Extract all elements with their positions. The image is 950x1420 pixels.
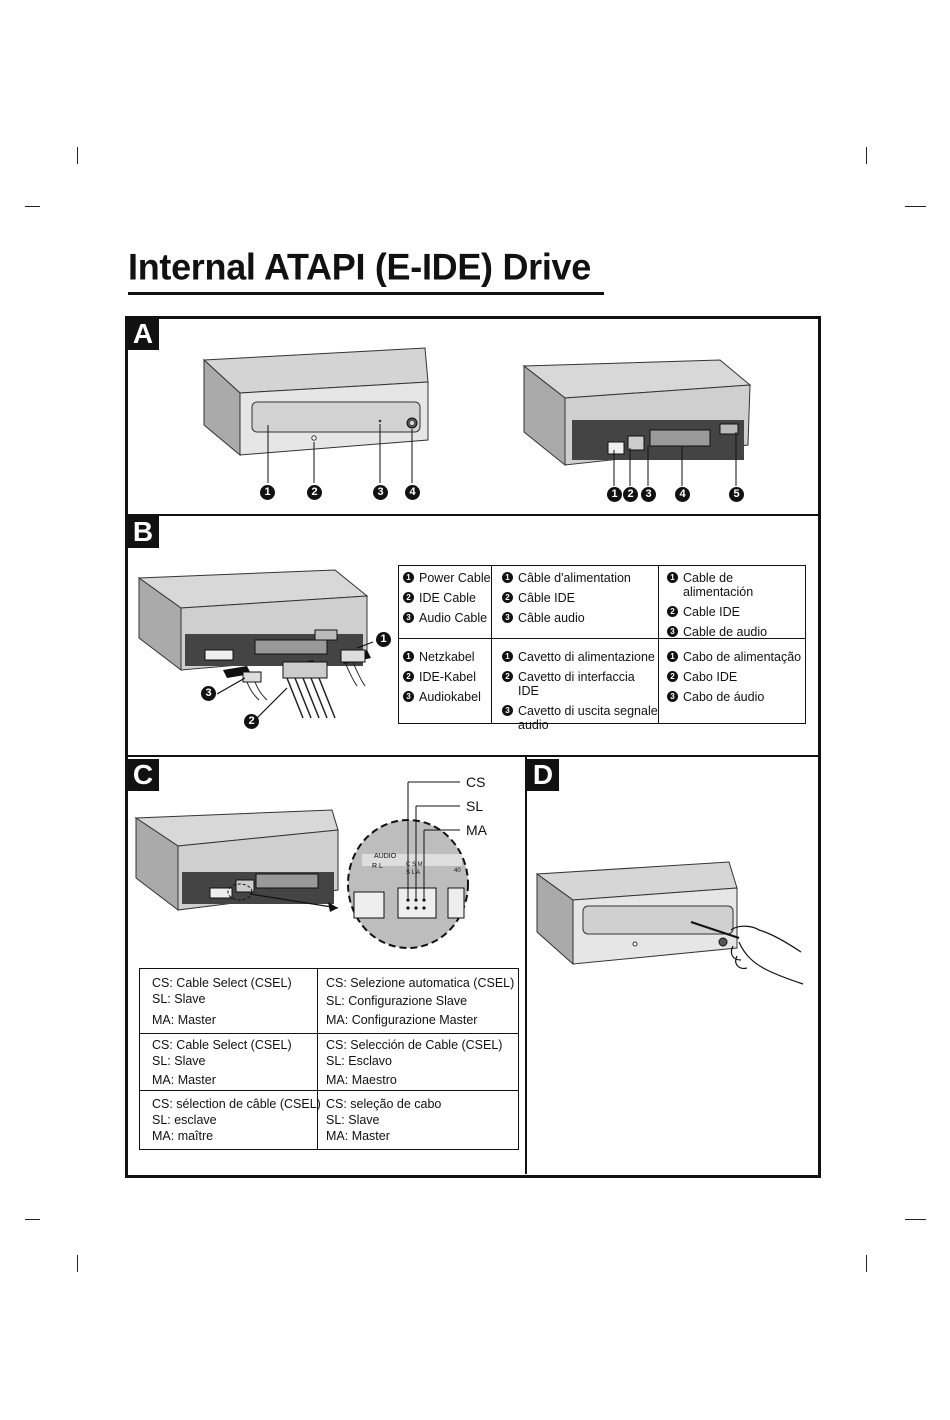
divider-b-c (128, 755, 818, 757)
cable-table-divider (658, 566, 659, 723)
callout-1: 1 (607, 487, 622, 502)
callout-3: 3 (641, 487, 656, 502)
crop-mark (866, 1255, 867, 1272)
page-title: Internal ATAPI (E-IDE) Drive (128, 245, 591, 288)
jumper-label-cs: CS (466, 774, 486, 790)
callout-4: 4 (675, 487, 690, 502)
jumper-cell-it: CS: Selezione automatica (CSEL)SL: Confi… (326, 976, 515, 1027)
section-d-badge: D (527, 759, 559, 791)
callout-3: 3 (201, 686, 216, 701)
crop-mark (905, 206, 926, 207)
callout-1: 1 (376, 632, 391, 647)
crop-mark (77, 1255, 78, 1272)
crop-mark (866, 147, 867, 164)
section-a-badge: A (127, 318, 159, 350)
figure-frame (125, 316, 821, 1178)
jumper-label-sl: SL (466, 798, 484, 814)
callout-2: 2 (623, 487, 638, 502)
callout-1: 1 (260, 485, 275, 500)
callout-3: 3 (373, 485, 388, 500)
drive-front-illustration (202, 347, 429, 483)
drive-jumper-illustration: AUDIO R L C S M S L A 40 (134, 781, 469, 949)
connector-lr-label: R L (372, 863, 383, 870)
connector-pins-bottom: S L A (406, 870, 420, 876)
divider-c-d (525, 757, 527, 1174)
section-b-badge: B (127, 516, 159, 548)
callout-5: 5 (729, 487, 744, 502)
callout-4: 4 (405, 485, 420, 500)
emergency-eject-illustration (535, 861, 804, 985)
jumper-table-divider (317, 969, 318, 1149)
jumper-cell-fr: CS: sélection de câble (CSEL)SL: esclave… (152, 1097, 321, 1143)
crop-mark (25, 206, 40, 207)
drive-cable-connection-illustration (137, 569, 374, 721)
jumper-cell-es: CS: Selección de Cable (CSEL)SL: Esclavo… (326, 1038, 503, 1087)
crop-mark (77, 147, 78, 164)
divider-a-b (128, 514, 818, 516)
crop-mark (25, 1219, 40, 1220)
section-c-badge: C (127, 759, 159, 791)
connector-audio-label: AUDIO (374, 853, 397, 860)
connector-pins-top: C S M (406, 862, 423, 868)
callout-2: 2 (244, 714, 259, 729)
jumper-label-ma: MA (466, 822, 487, 838)
jumper-table-divider (140, 1090, 518, 1091)
jumper-table-divider (140, 1033, 518, 1034)
callout-2: 2 (307, 485, 322, 500)
connector-ide-label: 40 (454, 868, 461, 874)
cable-table-divider (399, 638, 805, 639)
crop-mark (905, 1219, 926, 1220)
title-underline (128, 292, 604, 295)
drive-rear-illustration (522, 359, 752, 486)
cable-table-divider (491, 566, 492, 723)
